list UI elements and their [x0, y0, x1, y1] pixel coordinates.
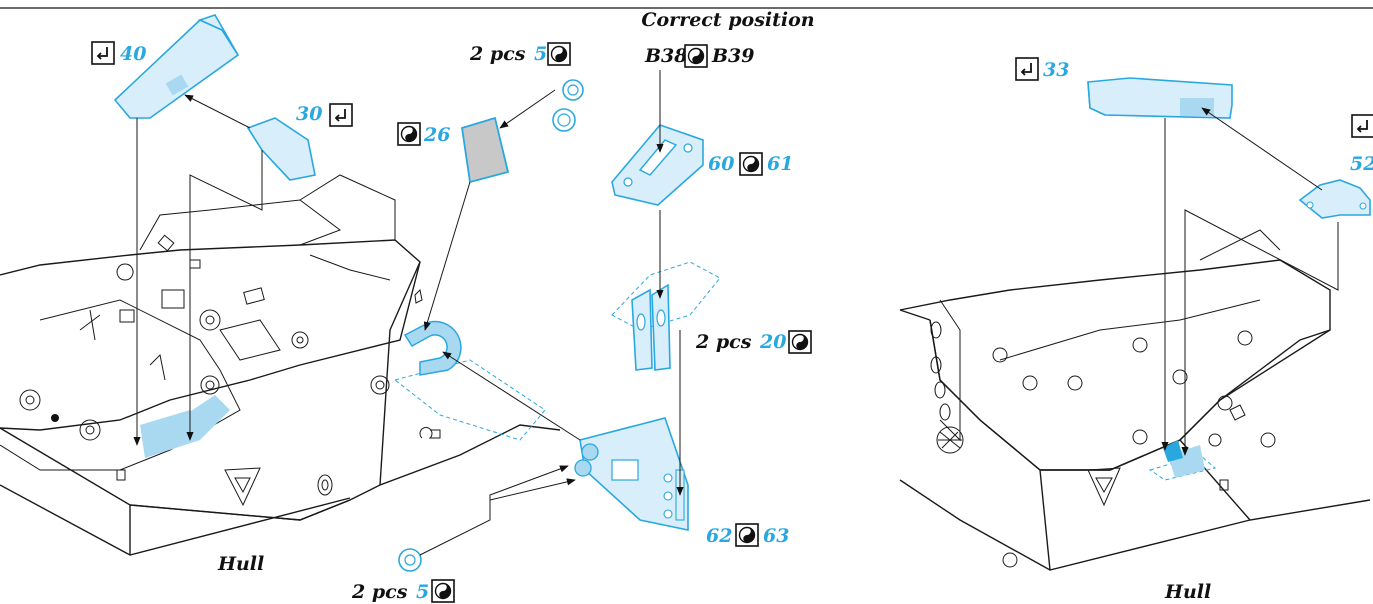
title-flip-icon: [684, 44, 708, 68]
yin-yang-flip-icon: [788, 330, 812, 354]
callout-52: 52: [1350, 153, 1373, 175]
part-30: [246, 117, 316, 181]
caption-hull-right: Hull: [1164, 581, 1211, 603]
part-horseshoe: [403, 320, 462, 376]
callout-33: 33: [1043, 59, 1069, 81]
callout-5-bottom: 5: [416, 581, 429, 603]
callout-61: 61: [767, 153, 793, 175]
title-code-b39: B39: [711, 45, 755, 67]
callout-20: 20: [759, 331, 786, 353]
part-60-61: [611, 124, 704, 206]
yin-yang-flip-icon: [735, 523, 759, 547]
hull-glue-area-40: [140, 410, 200, 458]
title-correct-position: Correct position: [641, 9, 814, 31]
part-5-washers-top: [552, 79, 584, 132]
hull-glue-area-30: [185, 395, 230, 440]
callout-26: 26: [423, 124, 450, 146]
bend-icon: [1351, 114, 1373, 138]
part-20: [611, 261, 721, 371]
yin-yang-flip-icon: [397, 122, 421, 146]
bend-icon: [329, 103, 353, 127]
leader-lines-left: [133, 70, 684, 556]
qty-label-mid: 2 pcs: [695, 331, 752, 353]
callout-60: 60: [708, 153, 734, 175]
part-40: [113, 14, 240, 119]
part-62-63: [574, 417, 689, 531]
callout-62: 62: [706, 525, 732, 547]
bend-icon: [1015, 57, 1039, 81]
caption-hull-left: Hull: [217, 553, 264, 575]
callout-30: 30: [296, 103, 322, 125]
callout-40: 40: [120, 43, 146, 65]
yin-yang-flip-icon: [547, 42, 571, 66]
callout-63: 63: [763, 525, 789, 547]
part-33: [1087, 77, 1233, 119]
bend-icon: [91, 41, 115, 65]
qty-label-top: 2 pcs: [469, 43, 526, 65]
part-26: [460, 116, 510, 184]
title-code-b38: B38: [644, 45, 688, 67]
right-hull-drawing: [899, 229, 1371, 571]
part-52: [1298, 179, 1371, 219]
qty-label-bottom: 2 pcs: [351, 581, 408, 603]
leader-lines-right: [1161, 107, 1339, 456]
callout-5-top: 5: [534, 43, 547, 65]
yin-yang-flip-icon: [431, 579, 455, 603]
part-5-washer-bottom: [398, 548, 422, 572]
yin-yang-flip-icon: [739, 152, 763, 176]
left-hull-drawing: [0, 174, 561, 556]
labels: Correct position B38 B39 40 30 2 pcs 5 2…: [91, 9, 1373, 603]
